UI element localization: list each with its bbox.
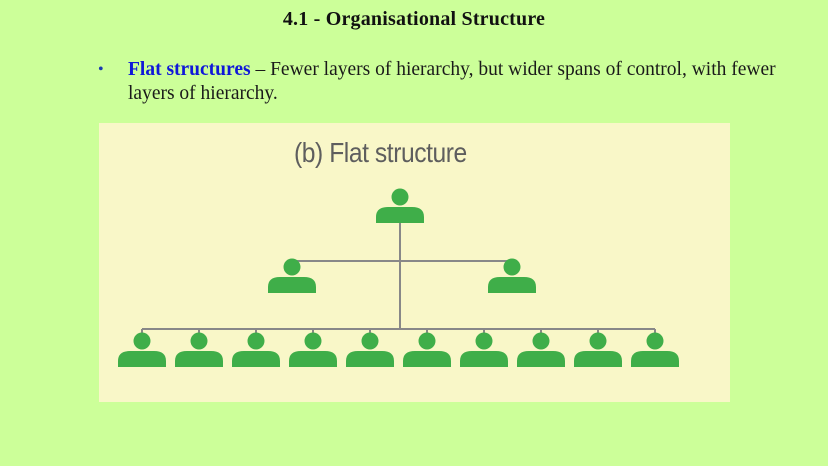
employee-icon <box>460 332 508 367</box>
employee-icon <box>175 332 223 367</box>
bullet-item: • Flat structures – Fewer layers of hier… <box>96 58 786 106</box>
bullet-term: Flat structures <box>128 59 251 80</box>
employee-icon <box>289 332 337 367</box>
slide-title: 4.1 - Organisational Structure <box>282 8 546 30</box>
bullet-marker: • <box>98 61 104 78</box>
employee-icon <box>403 332 451 367</box>
bullet-text: – Fewer layers of hierarchy, but wider s… <box>128 59 776 104</box>
figure-caption: (b) Flat structure <box>294 137 467 168</box>
employee-icon <box>631 332 679 367</box>
bullet-content: Flat structures – Fewer layers of hierar… <box>128 58 786 106</box>
org-chart <box>118 188 679 367</box>
manager-icon <box>376 188 424 223</box>
employee-icon <box>574 332 622 367</box>
middle-manager-icon <box>488 258 536 293</box>
employee-icon <box>118 332 166 367</box>
employee-icon <box>517 332 565 367</box>
middle-manager-icon <box>268 258 316 293</box>
employee-icon <box>232 332 280 367</box>
org-chart-figure: (b) Flat structure <box>99 123 730 402</box>
employee-icon <box>346 332 394 367</box>
